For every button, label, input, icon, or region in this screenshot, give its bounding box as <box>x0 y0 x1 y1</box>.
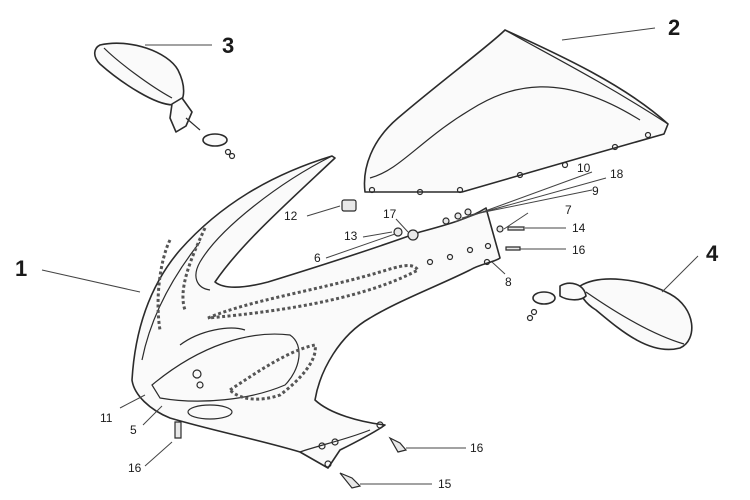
right-mirror <box>526 278 693 351</box>
callout-18: 18 <box>610 167 624 181</box>
callout-8: 8 <box>505 275 512 289</box>
front-fairing <box>131 155 501 469</box>
callout-4: 4 <box>706 241 719 266</box>
left-mirror <box>93 42 236 160</box>
windscreen <box>363 29 669 196</box>
callout-16-left: 16 <box>128 461 142 475</box>
callout-15: 15 <box>438 477 452 491</box>
callout-3: 3 <box>222 33 234 58</box>
callout-12: 12 <box>284 209 298 223</box>
leader-lines <box>41 27 699 485</box>
callout-13: 13 <box>344 229 358 243</box>
callout-7: 7 <box>565 203 572 217</box>
callout-16-right: 16 <box>572 243 586 257</box>
callout-10: 10 <box>577 161 591 175</box>
callout-9: 9 <box>592 184 599 198</box>
callout-2: 2 <box>668 15 680 40</box>
callout-5: 5 <box>130 423 137 437</box>
callout-11: 11 <box>100 411 113 425</box>
callout-16-bottom: 16 <box>470 441 484 455</box>
callout-1: 1 <box>15 256 27 281</box>
callout-14: 14 <box>572 221 586 235</box>
hardware <box>174 199 525 489</box>
callout-17: 17 <box>383 207 397 221</box>
callout-6: 6 <box>314 251 321 265</box>
callout-labels: 1 2 3 4 5 6 7 8 9 10 11 12 13 14 15 16 1… <box>15 15 719 491</box>
